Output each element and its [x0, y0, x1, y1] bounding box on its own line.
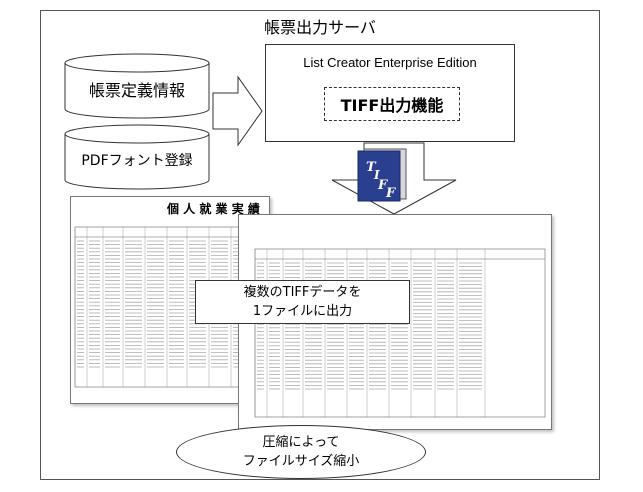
tiff-letter-t: T: [366, 160, 377, 175]
form-definition-label: 帳票定義情報: [88, 81, 185, 100]
pdf-font-database: PDFフォント登録: [64, 124, 210, 190]
ellipse-line-2: ファイルサイズ縮小: [242, 454, 360, 469]
form-definition-database: 帳票定義情報: [64, 53, 210, 119]
server-frame: [40, 10, 600, 480]
tiff-letter-f2: F: [385, 186, 396, 201]
tiff-letter-i: I: [373, 168, 380, 182]
product-title: List Creator Enterprise Edition: [303, 55, 477, 70]
multi-tiff-callout: 複数のTIFFデータを 1ファイルに出力: [195, 280, 410, 324]
tiff-file-icon: T I F F: [352, 147, 410, 203]
ellipse-line-1: 圧縮によって: [262, 435, 340, 450]
pdf-font-label: PDFフォント登録: [81, 153, 193, 169]
tiff-feature-label: TIFF出力機能: [324, 87, 460, 121]
tiff-letter-f1: F: [377, 178, 388, 193]
right-arrow-icon: [212, 75, 263, 147]
compression-ellipse: 圧縮によって ファイルサイズ縮小: [176, 425, 426, 479]
callout-line-2: 1ファイルに出力: [252, 304, 353, 319]
back-page-heading: 個 人 就 業 実 績: [167, 202, 260, 216]
callout-line-1: 複数のTIFFデータを: [243, 285, 362, 300]
server-title: 帳票出力サーバ: [264, 18, 376, 37]
product-box: List Creator Enterprise Edition TIFF出力機能: [265, 44, 515, 142]
